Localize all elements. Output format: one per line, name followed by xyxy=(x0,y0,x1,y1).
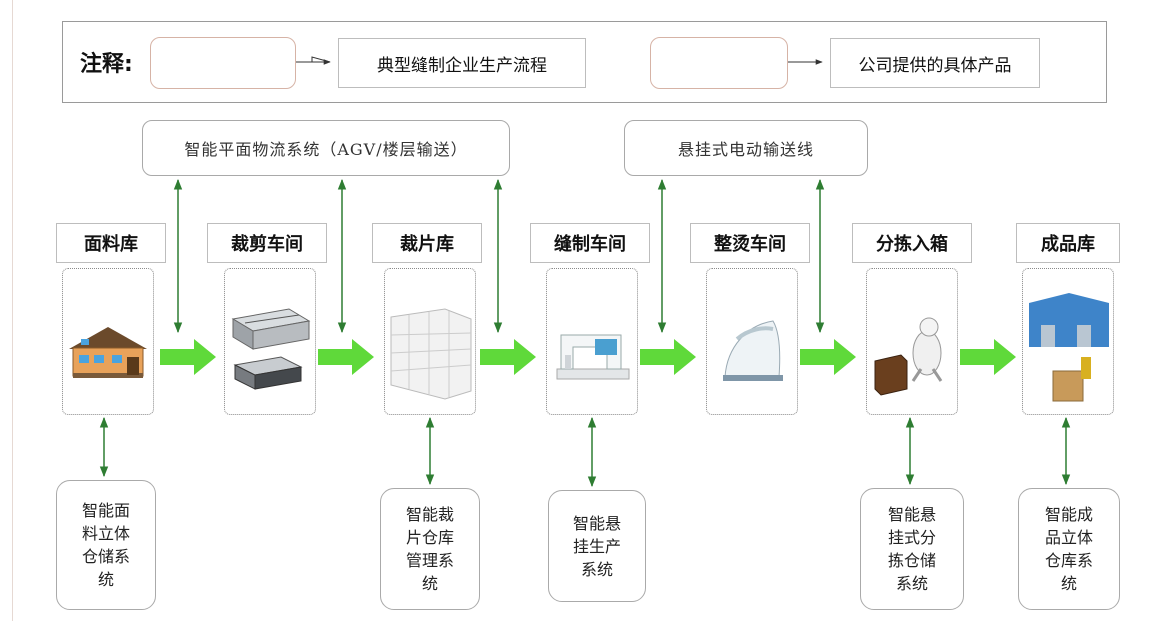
stage-title-ironing: 整烫车间 xyxy=(690,223,810,263)
bottom-system-hanging-production-line: 系统 xyxy=(580,559,613,579)
bottom-system-cut-pieces-line: 片仓库 xyxy=(405,528,454,547)
bottom-system-finished: 智能成 品立体 仓库系 统 xyxy=(1018,488,1120,610)
flow-arrow-6 xyxy=(960,339,1016,375)
bottom-system-fabric: 智能面 料立体 仓储系 统 xyxy=(56,480,156,610)
bottom-system-cut-pieces-line: 智能裁 xyxy=(405,505,454,524)
bottom-system-cut-pieces-line: 管理系 xyxy=(405,551,454,570)
bottom-system-hanging-production: 智能悬 挂生产 系统 xyxy=(548,490,646,602)
bottom-system-finished-line: 品立体 xyxy=(1044,528,1093,547)
legend-arrow-1 xyxy=(296,56,331,65)
bottom-system-hanging-production-line: 挂生产 xyxy=(572,536,621,556)
stage-card-fabric-store xyxy=(62,268,154,415)
stage-card-ironing xyxy=(706,268,798,415)
bottom-system-finished-line: 智能成 xyxy=(1044,505,1093,524)
flow-arrow-2 xyxy=(318,339,374,375)
left-edge-line xyxy=(12,0,13,621)
bottom-system-hanging-production-line: 智能悬 xyxy=(572,513,621,533)
legend-swatch-product xyxy=(650,37,788,89)
stage-title-cutting: 裁剪车间 xyxy=(207,223,327,263)
top-system-agv: 智能平面物流系统（AGV/楼层输送） xyxy=(142,120,510,176)
bottom-system-hanging-sorting-line: 拣仓储 xyxy=(887,551,936,570)
flow-arrow-4 xyxy=(640,339,696,375)
legend-text-product: 公司提供的具体产品 xyxy=(830,38,1040,88)
house-warehouse-icon xyxy=(69,327,147,378)
stage-title-fabric-store: 面料库 xyxy=(56,223,166,263)
sorting-boxes-icon xyxy=(874,317,943,396)
stage-title-cut-pieces-store: 裁片库 xyxy=(372,223,482,263)
legend-label: 注释: xyxy=(80,52,133,77)
top-system-hanging-line: 悬挂式电动输送线 xyxy=(624,120,868,176)
bottom-system-hanging-sorting-line: 挂式分 xyxy=(887,528,936,547)
bottom-system-fabric-line: 智能面 xyxy=(81,501,130,520)
stage-card-sorting xyxy=(866,268,958,415)
legend-text-flow: 典型缝制企业生产流程 xyxy=(338,38,586,88)
bottom-system-hanging-sorting-line: 智能悬 xyxy=(887,505,936,524)
legend-panel xyxy=(62,21,1107,103)
stage-title-sewing: 缝制车间 xyxy=(530,223,650,263)
stage-card-sewing xyxy=(546,268,638,415)
finished-goods-warehouse-icon xyxy=(1029,293,1109,402)
bottom-system-cut-pieces: 智能裁 片仓库 管理系 统 xyxy=(380,488,480,610)
bottom-system-fabric-line: 料立体 xyxy=(81,524,130,543)
bottom-system-fabric-line: 仓储系 xyxy=(81,547,130,566)
flow-arrow-5 xyxy=(800,339,856,375)
stage-card-finished-store xyxy=(1022,268,1114,415)
legend-swatch-flow xyxy=(150,37,296,89)
flow-arrow-3 xyxy=(480,339,536,375)
sewing-machine-icon xyxy=(556,334,630,380)
bottom-system-hanging-sorting: 智能悬 挂式分 拣仓储 系统 xyxy=(860,488,964,610)
bottom-system-finished-line: 统 xyxy=(1060,574,1077,593)
stage-title-finished-store: 成品库 xyxy=(1016,223,1120,263)
stage-card-cutting xyxy=(224,268,316,415)
cutting-machine-icon xyxy=(231,308,311,390)
flow-arrow-1 xyxy=(160,339,216,375)
stage-card-cut-pieces-store xyxy=(384,268,476,415)
bottom-system-finished-line: 仓库系 xyxy=(1044,551,1093,570)
bottom-system-fabric-line: 统 xyxy=(97,570,114,589)
bottom-system-cut-pieces-line: 统 xyxy=(421,574,438,593)
stage-title-sorting: 分拣入箱 xyxy=(852,223,972,263)
iron-icon xyxy=(723,320,783,381)
bottom-system-hanging-sorting-line: 系统 xyxy=(895,574,928,593)
shelving-rack-icon xyxy=(390,308,472,400)
